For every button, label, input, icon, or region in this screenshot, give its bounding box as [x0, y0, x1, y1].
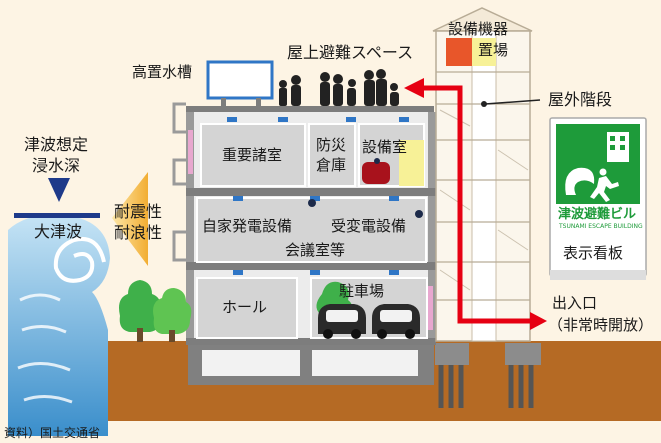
- water-tank-label: 高置水槽: [132, 63, 193, 81]
- sign-title: 津波避難ビル: [558, 207, 637, 222]
- parking-label: 駐車場: [339, 282, 385, 300]
- source-credit: 資料）国土交通省: [4, 426, 101, 440]
- equipment-yard-label-1: 設備機器: [448, 20, 509, 38]
- entrance-label-2: （非常時開放）: [548, 316, 654, 334]
- tsunami-wave-icon: [8, 213, 110, 436]
- tsunami-depth-label-1: 津波想定: [24, 135, 89, 154]
- quake-resist-label: 耐震性: [114, 202, 163, 221]
- stair-tower: [432, 7, 541, 342]
- escape-person-icon: [590, 168, 619, 202]
- sign-caption: 表示看板: [563, 244, 624, 262]
- tsunami-escape-sign: [549, 117, 647, 280]
- disaster-storage-label-2: 倉庫: [316, 156, 347, 174]
- entrance-label-1: 出入口: [552, 294, 598, 312]
- foundation: [188, 343, 541, 408]
- outdoor-stairs-label: 屋外階段: [548, 90, 613, 109]
- evacuation-route-arrow: [404, 78, 547, 330]
- big-tsunami-label: 大津波: [34, 222, 83, 241]
- private-generator-label: 自家発電設備: [202, 217, 293, 235]
- equipment-box: [362, 162, 390, 184]
- hall-label: ホール: [222, 298, 268, 316]
- important-rooms-label: 重要諸室: [222, 146, 283, 164]
- rooftop-evacuees: [279, 69, 399, 106]
- water-tank: [206, 60, 274, 107]
- substation-label: 受変電設備: [331, 217, 407, 235]
- water-depth-marker-icon: [48, 178, 70, 202]
- rooftop-space-label: 屋上避難スペース: [287, 43, 414, 62]
- car-icon: [318, 304, 420, 339]
- meeting-rooms-label: 会議室等: [285, 241, 346, 259]
- resistance-arrow: [112, 172, 148, 266]
- tsunami-depth-label-2: 浸水深: [32, 156, 81, 175]
- wave-resist-label: 耐浪性: [114, 223, 163, 242]
- pipes: [172, 102, 186, 262]
- sign-subtitle: TSUNAMI ESCAPE BUILDING: [559, 223, 643, 230]
- disaster-storage-label-1: 防災: [316, 136, 347, 154]
- equipment-room-label: 設備室: [362, 138, 408, 156]
- equipment-yard-label-2: 置場: [478, 41, 509, 59]
